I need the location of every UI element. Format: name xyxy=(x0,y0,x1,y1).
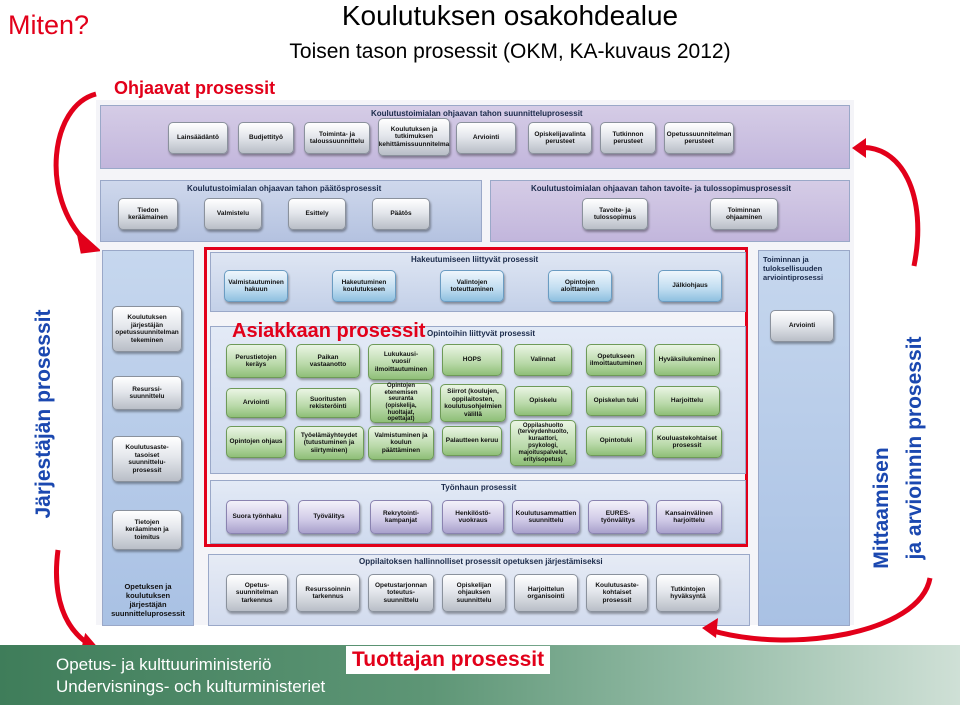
process-box: Opintojen ohjaus xyxy=(226,426,286,458)
producer-processes-label: Tuottajan prosessit xyxy=(346,646,551,674)
process-box: HOPS xyxy=(442,344,502,376)
process-box: Resurssoinnin tarkennus xyxy=(296,574,360,612)
process-box: Tiedon keräämainen xyxy=(118,198,178,230)
ministry-name-sv: Undervisnings- och kulturministeriet xyxy=(56,677,326,696)
process-box: Rekrytointi- kampanjat xyxy=(370,500,432,534)
process-box: Arviointi xyxy=(770,310,834,342)
process-box: Toiminta- ja taloussuunnittelu xyxy=(304,122,370,154)
process-box: Hyväksilukeminen xyxy=(654,344,720,376)
process-box: EURES- työnvälitys xyxy=(588,500,648,534)
process-box: Valinnat xyxy=(514,344,572,376)
process-box: Suora työnhaku xyxy=(226,500,288,534)
evaluation-column-title: Toiminnan ja tuloksellisuuden arviointip… xyxy=(763,255,824,282)
process-box: Lainsäädäntö xyxy=(168,122,228,154)
admin-panel-title: Oppilaitoksen hallinnolliset prosessit o… xyxy=(359,557,603,566)
process-box: Koulutusammattien suunnittelu xyxy=(512,500,580,534)
process-box: Opintotuki xyxy=(586,426,646,456)
evaluation-column: Toiminnan ja tuloksellisuuden arviointip… xyxy=(758,250,850,626)
process-box: Harjoittelu xyxy=(654,386,720,416)
process-box: Suoritusten rekisteröinti xyxy=(296,388,360,418)
process-box: Palautteen keruu xyxy=(442,426,502,456)
process-box: Resurssi- suunnittelu xyxy=(112,376,182,410)
process-box: Tavoite- ja tulossopimus xyxy=(582,198,648,230)
steering-panel-title: Koulutustoimialan ohjaavan tahon suunnit… xyxy=(371,109,583,118)
process-box: Opiskelijan ohjauksen suunnittelu xyxy=(442,574,506,612)
process-box: Jälkiohjaus xyxy=(658,270,722,302)
process-box: Henkilöstö- vuokraus xyxy=(442,500,504,534)
process-box: Valmistelu xyxy=(204,198,262,230)
goals-panel: Koulutustoimialan ohjaavan tahon tavoite… xyxy=(490,180,850,242)
process-box: Opiskelu xyxy=(514,386,572,416)
curved-arrow-right-icon xyxy=(852,138,921,267)
employment-panel-title: Työnhaun prosessit xyxy=(441,483,517,492)
guiding-processes-label: Ohjaavat prosessit xyxy=(114,78,276,98)
process-box: Koulutuksen ja tutkimuksen kehittämissuu… xyxy=(378,118,450,156)
customer-processes-frame xyxy=(204,247,748,547)
process-box: Koulutusaste- kohtaiset prosessit xyxy=(586,574,648,612)
process-box: Harjoittelun organisointi xyxy=(514,574,578,612)
decision-panel-title: Koulutustoimialan ohjaavan tahon päätösp… xyxy=(187,184,382,193)
curved-arrow-left-lower-icon xyxy=(54,549,100,654)
process-box: Perustietojen keräys xyxy=(226,344,286,378)
process-box: Opiskelun tuki xyxy=(586,386,646,416)
process-box: Opiskelijavalinta perusteet xyxy=(528,122,592,154)
question-label: Miten? xyxy=(8,10,90,40)
process-box: Koulutusaste- tasoiset suunnittelu- pros… xyxy=(112,436,182,482)
process-box: Opintojen aloittaminen xyxy=(548,270,612,302)
process-box: Arviointi xyxy=(456,122,516,154)
process-box: Toiminnan ohjaaminen xyxy=(710,198,778,230)
process-box: Kansainvälinen harjoittelu xyxy=(656,500,722,534)
process-box: Valintojen toteuttaminen xyxy=(440,270,504,302)
process-box: Työvälitys xyxy=(298,500,360,534)
measurement-processes-label-1: Mittaamisen xyxy=(870,447,893,569)
customer-processes-label: Asiakkaan prosessit xyxy=(232,320,426,342)
process-box: Opetussuunnitelman perusteet xyxy=(664,122,734,154)
process-box: Tutkinnon perusteet xyxy=(600,122,656,154)
process-box: Valmistautuminen hakuun xyxy=(224,270,288,302)
page-title: Koulutuksen osakohdealue xyxy=(341,0,679,31)
process-box: Budjetti­työ xyxy=(238,122,294,154)
process-box: Lukukausi- vuosi/ ilmoittautuminen xyxy=(368,344,434,380)
curved-arrow-bottom-icon xyxy=(702,577,933,643)
process-box: Opetustarjonnan toteutus- suunnittelu xyxy=(368,574,434,612)
process-box: Oppilashuolto (terveydenhuolto, kuraatto… xyxy=(510,420,576,466)
studies-panel-title: Opintoihin liittyvät prosessit xyxy=(427,329,536,338)
organizer-processes-label: Järjestäjän prosessit xyxy=(32,309,55,519)
process-box: Työelämäyhteydet (tutustuminen ja siirty… xyxy=(294,426,364,460)
process-box: Arviointi xyxy=(226,388,286,418)
application-panel-title: Hakeutumiseen liittyvät prosessit xyxy=(411,255,539,264)
process-box: Koulutuksen järjestäjän opetussuunnitelm… xyxy=(112,306,182,352)
process-box: Päätös xyxy=(372,198,430,230)
process-box: Esittely xyxy=(288,198,346,230)
process-box: Hakeutuminen koulutukseen xyxy=(332,270,396,302)
curved-arrow-left-icon xyxy=(53,91,100,254)
process-box: Kouluastekohtaiset prosessit xyxy=(652,426,722,458)
ministry-name-fi: Opetus- ja kulttuuriministeriö xyxy=(56,655,272,674)
page-subtitle: Toisen tason prosessit (OKM, KA-kuvaus 2… xyxy=(289,40,731,63)
process-box: Siirrot (koulujen, oppilaitosten, koulut… xyxy=(440,384,506,422)
process-diagram: Koulutustoimialan ohjaavan tahon suunnit… xyxy=(96,100,854,626)
process-box: Opintojen etenemisen seuranta (opiskelij… xyxy=(370,383,432,423)
process-box: Tutkintojen hyväksyntä xyxy=(656,574,720,612)
process-box: Valmistuminen ja koulun päättäminen xyxy=(368,426,434,460)
process-box: Opetukseen ilmoittautuminen xyxy=(586,344,646,376)
process-box: Opetus- suunnitelman tarkennus xyxy=(226,574,288,612)
measurement-processes-label-2: ja arvioinnin prosessit xyxy=(903,336,926,560)
process-box: Paikan vastaanotto xyxy=(296,344,360,378)
process-box: Tietojen keräaminen ja toimitus xyxy=(112,510,182,550)
goals-panel-title: Koulutustoimialan ohjaavan tahon tavoite… xyxy=(531,184,792,193)
organizer-column-footer: Opetuksen ja koulutuksen järjestäjän suu… xyxy=(111,582,185,618)
